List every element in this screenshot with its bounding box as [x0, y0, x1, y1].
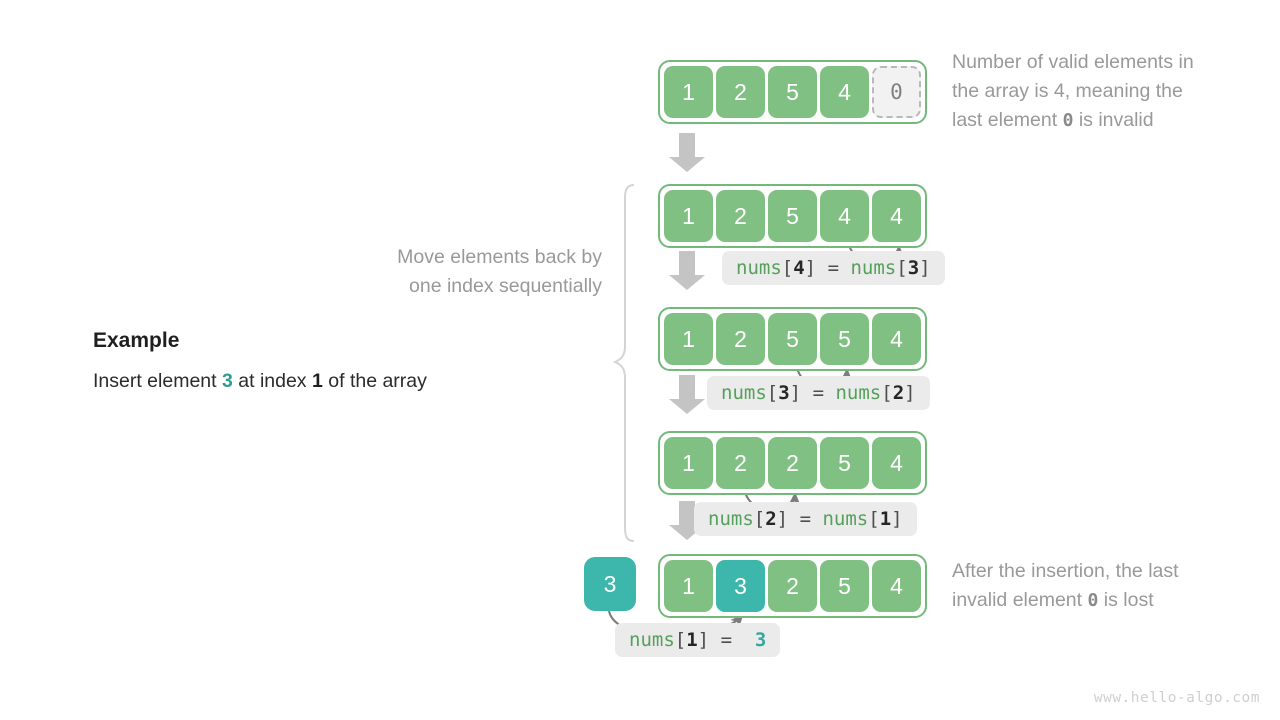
cell: 2 [716, 66, 765, 118]
code-label-row3: nums[3] = nums[2] [707, 376, 930, 410]
note-line: invalid element [952, 589, 1088, 611]
cell: 1 [664, 560, 713, 612]
code-rbracket: ] [904, 382, 916, 404]
code-equals: = [812, 382, 825, 404]
cell: 4 [872, 313, 921, 365]
note-line: last element [952, 109, 1063, 131]
down-arrow-3 [668, 375, 706, 415]
cell: 1 [664, 313, 713, 365]
insert-value-box: 3 [584, 557, 636, 611]
cell: 5 [820, 313, 869, 365]
cell: 2 [716, 313, 765, 365]
code-lbracket: [ [753, 508, 766, 530]
note-line: After the insertion, the last [952, 560, 1179, 582]
code-ident: nums [629, 629, 675, 651]
note-line: is invalid [1073, 109, 1154, 131]
code-index: 3 [778, 382, 790, 404]
array-shift-index-2: 1 2 2 5 4 [658, 431, 927, 495]
down-arrow-1 [668, 133, 706, 173]
watermark: www.hello-algo.com [1093, 690, 1260, 706]
example-description: Insert element 3 at index 1 of the array [93, 370, 427, 393]
code-rbracket: ] [697, 629, 710, 651]
cell: 2 [768, 437, 817, 489]
array-shift-index-4: 1 2 5 4 4 [658, 184, 927, 248]
note-line: the array is 4, meaning the [952, 80, 1183, 102]
array-shift-index-3: 1 2 5 5 4 [658, 307, 927, 371]
cell: 1 [664, 437, 713, 489]
code-label-final: nums[1] = 3 [615, 623, 781, 657]
note-line: Number of valid elements in [952, 51, 1194, 73]
cell: 2 [716, 190, 765, 242]
cell: 4 [872, 190, 921, 242]
code-index: 1 [686, 629, 698, 651]
code-ident: nums [708, 508, 754, 530]
code-ident: nums [721, 382, 767, 404]
example-text-after: of the array [322, 370, 427, 392]
cell-invalid: 0 [872, 66, 921, 118]
note-zero-value: 0 [1087, 590, 1099, 611]
cell: 4 [872, 560, 921, 612]
note-zero-value: 0 [1062, 110, 1074, 131]
note-line: Move elements back by [397, 246, 602, 268]
code-ident: nums [736, 257, 782, 279]
cell: 1 [664, 66, 713, 118]
code-ident: nums [850, 257, 897, 279]
note-left: Move elements back by one index sequenti… [302, 243, 602, 301]
code-lbracket: [ [781, 257, 794, 279]
code-rbracket: ] [804, 257, 817, 279]
down-arrow-2 [668, 251, 706, 291]
cell: 4 [820, 190, 869, 242]
cell: 5 [768, 190, 817, 242]
code-lbracket: [ [896, 257, 908, 279]
code-equals: = [720, 629, 733, 651]
code-equals: = [799, 508, 812, 530]
code-rbracket: ] [776, 508, 789, 530]
array-initial: 1 2 5 4 0 [658, 60, 927, 124]
code-lbracket: [ [881, 382, 893, 404]
cell-inserted: 3 [716, 560, 765, 612]
example-text-middle: at index [232, 370, 312, 392]
note-top-right: Number of valid elements in the array is… [952, 48, 1272, 135]
code-lbracket: [ [674, 629, 687, 651]
code-ident: nums [822, 508, 869, 530]
note-line: is lost [1098, 589, 1154, 611]
code-lbracket: [ [868, 508, 880, 530]
code-index: 4 [793, 257, 805, 279]
code-index: 3 [907, 257, 920, 279]
example-insert-index: 1 [311, 370, 323, 392]
code-label-row2: nums[4] = nums[3] [722, 251, 945, 285]
code-rbracket: ] [891, 508, 903, 530]
cell: 5 [768, 66, 817, 118]
cell: 5 [820, 437, 869, 489]
array-final: 1 3 2 5 4 [658, 554, 927, 618]
code-index: 2 [765, 508, 777, 530]
code-lbracket: [ [766, 382, 779, 404]
code-index: 2 [892, 382, 905, 404]
code-index: 1 [879, 508, 892, 530]
example-text-before: Insert element [93, 370, 222, 392]
example-insert-value: 3 [221, 370, 233, 392]
cell: 1 [664, 190, 713, 242]
code-equals: = [827, 257, 840, 279]
group-brace [612, 183, 638, 543]
cell: 5 [768, 313, 817, 365]
cell: 2 [768, 560, 817, 612]
note-bottom-right: After the insertion, the last invalid el… [952, 557, 1272, 615]
code-ident: nums [835, 382, 882, 404]
cell: 2 [716, 437, 765, 489]
note-line: one index sequentially [409, 275, 602, 297]
cell: 5 [820, 560, 869, 612]
cell: 4 [872, 437, 921, 489]
code-rbracket: ] [789, 382, 802, 404]
code-rbracket: ] [919, 257, 931, 279]
cell: 4 [820, 66, 869, 118]
code-label-row4: nums[2] = nums[1] [694, 502, 917, 536]
code-value: 3 [754, 629, 767, 651]
example-title: Example [93, 329, 180, 352]
